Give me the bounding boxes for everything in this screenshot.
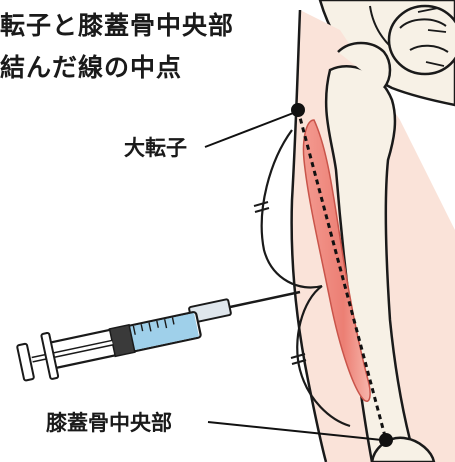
syringe-barrel bbox=[16, 302, 204, 385]
greater-trochanter-label: 大転子 bbox=[124, 132, 187, 162]
syringe bbox=[16, 292, 300, 385]
caption-line-2: 結んだ線の中点 bbox=[0, 48, 182, 84]
patella-center-label: 膝蓋骨中央部 bbox=[46, 407, 172, 437]
caption-line-1: 転子と膝蓋骨中央部 bbox=[0, 6, 234, 42]
syringe-thumb-rest bbox=[17, 343, 34, 380]
syringe-needle bbox=[230, 292, 300, 307]
greater-trochanter-dot bbox=[291, 103, 305, 117]
greater-trochanter-leader bbox=[205, 112, 296, 147]
